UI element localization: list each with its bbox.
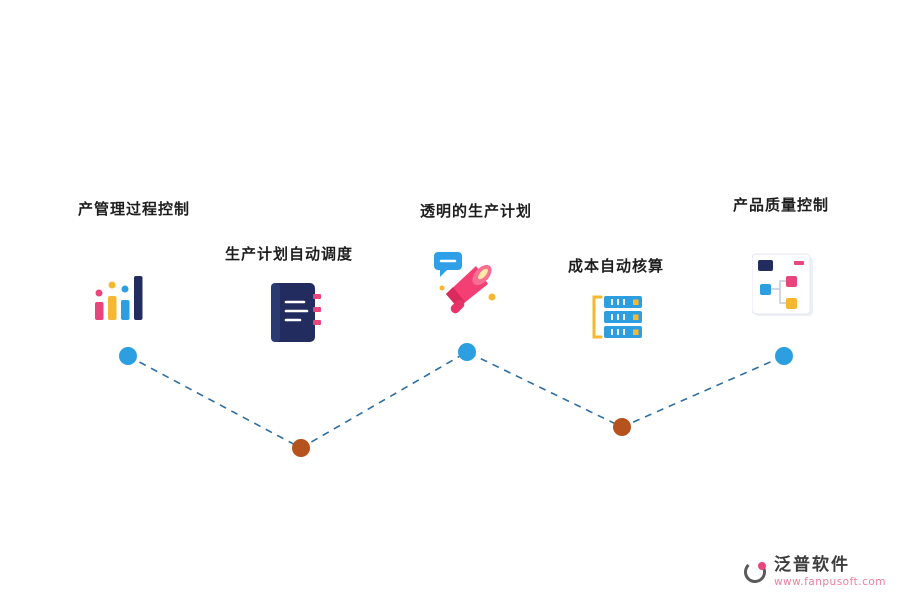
item-label-1: 产管理过程控制 — [78, 200, 191, 218]
item-label-3: 透明的生产计划 — [420, 202, 533, 220]
brand-watermark: 泛普软件 www.fanpusoft.com — [742, 556, 886, 588]
node-dot-1 — [119, 347, 137, 365]
node-dot-4 — [613, 418, 631, 436]
brand-url: www.fanpusoft.com — [773, 575, 886, 588]
bar-chart-icon — [95, 276, 143, 320]
notebook-icon — [271, 283, 321, 342]
fanpu-logo-icon — [743, 561, 766, 584]
item-label-5: 产品质量控制 — [733, 196, 830, 214]
brand-name: 泛普软件 — [773, 555, 850, 576]
node-dot-2 — [292, 439, 310, 457]
kanban-icon — [752, 253, 813, 316]
megaphone-icon — [434, 252, 496, 314]
node-dot-5 — [775, 347, 793, 365]
item-label-4: 成本自动核算 — [568, 257, 665, 275]
zigzag-connector — [127, 351, 785, 449]
server-icon — [592, 295, 642, 339]
node-dot-3 — [458, 343, 476, 361]
item-label-2: 生产计划自动调度 — [225, 245, 354, 263]
